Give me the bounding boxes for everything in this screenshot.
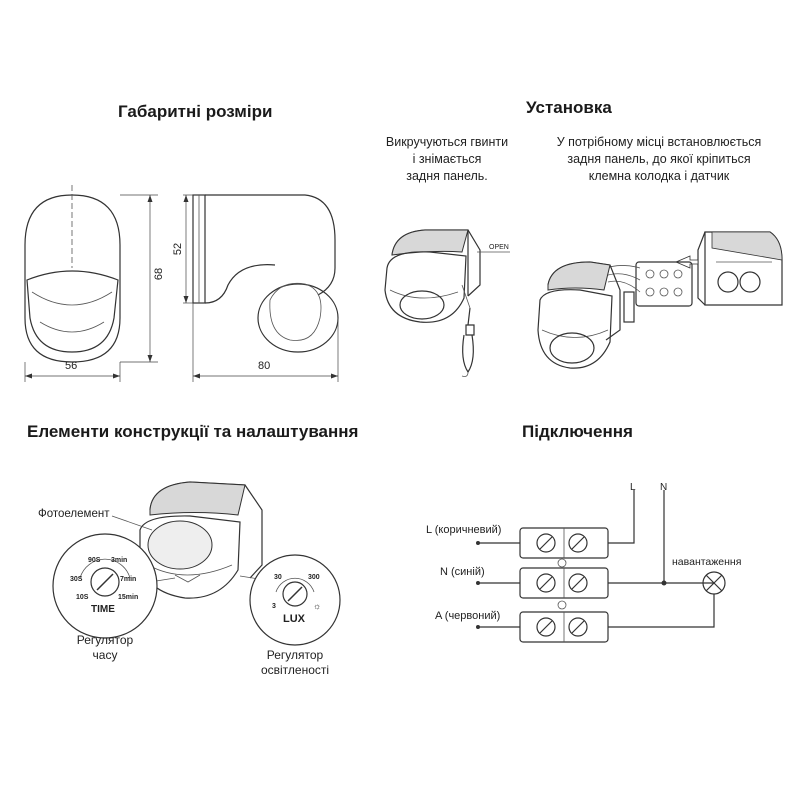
- connection-title: Підключення: [522, 422, 633, 441]
- load-label: навантаження: [672, 556, 742, 568]
- elements-title: Елементи конструкції та налаштування: [27, 422, 359, 441]
- sensor-side-view: [192, 194, 339, 353]
- lux-regulator-caption: Регулятор освітленості: [260, 648, 330, 677]
- wire-A-label: A (червоний): [435, 610, 501, 622]
- sun-icon: ☼: [313, 601, 322, 611]
- install-step2-illustration: [537, 231, 783, 369]
- lux-mark-3: 3: [272, 603, 276, 610]
- width-dimension: [24, 362, 121, 382]
- bus-N-label: N: [660, 482, 668, 493]
- time-mark-90s: 90S: [88, 557, 101, 564]
- install-step1-text: Викручуються гвинти і знімається задня п…: [385, 135, 509, 183]
- terminal-blocks: [519, 527, 609, 643]
- lux-mark-300: 300: [308, 574, 320, 581]
- install-step1-illustration: [384, 229, 510, 377]
- time-dial-label: TIME: [91, 604, 115, 615]
- plate-dimension: [183, 194, 193, 304]
- lux-mark-30: 30: [274, 574, 282, 581]
- height-dimension: [120, 194, 158, 363]
- depth-dimension: [192, 303, 339, 382]
- dimensions-title: Габаритні розміри: [118, 102, 273, 121]
- lux-dial: [249, 554, 341, 646]
- time-mark-7min: 7min: [120, 576, 137, 583]
- depth-label: 80: [258, 360, 271, 372]
- sensor-front-view: [24, 185, 121, 363]
- open-label: OPEN: [489, 244, 509, 251]
- time-dial: [52, 533, 158, 639]
- width-label: 56: [65, 360, 78, 372]
- wiring: [476, 490, 726, 629]
- install-step2-text: У потрібному місці встановлюється задня …: [556, 135, 762, 183]
- bus-L-label: L: [630, 482, 636, 493]
- wire-L-label: L (коричневий): [426, 524, 502, 536]
- installation-title: Установка: [526, 98, 612, 117]
- wire-N-label: N (синій): [440, 566, 485, 578]
- elements-illustration: [111, 481, 266, 599]
- time-mark-15min: 15min: [118, 594, 139, 601]
- time-mark-10s: 10S: [76, 594, 89, 601]
- photoelement-label: Фотоелемент: [38, 508, 110, 520]
- time-mark-30s: 30S: [70, 576, 83, 583]
- lux-dial-label: LUX: [283, 613, 305, 625]
- height-label: 68: [153, 267, 166, 281]
- plate-label: 52: [172, 242, 185, 256]
- time-mark-3min: 3min: [111, 557, 128, 564]
- time-regulator-caption: Регулятор часу: [76, 633, 134, 662]
